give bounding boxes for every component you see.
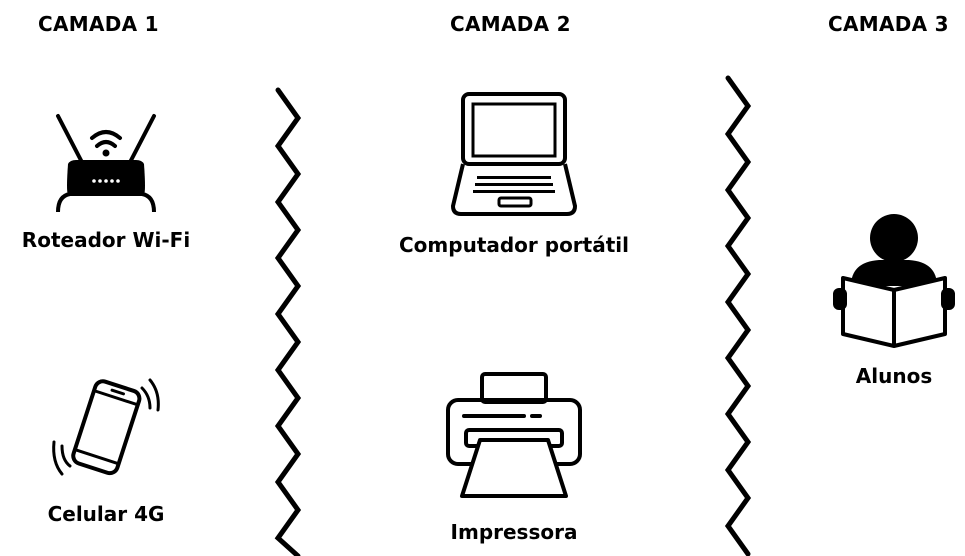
- mobile-phone-icon: [52, 378, 160, 476]
- layer-3-title: CAMADA 3: [828, 12, 949, 36]
- device-label-laptop: Computador portátil: [399, 233, 629, 257]
- device-label-students: Alunos: [855, 364, 933, 388]
- reader-icon: [833, 214, 955, 348]
- device-label-printer: Impressora: [450, 520, 578, 544]
- layer-2-title: CAMADA 2: [450, 12, 571, 36]
- layer-separator-1: [274, 87, 302, 556]
- router-icon: [56, 114, 156, 213]
- layer-separator-2: [724, 75, 752, 556]
- laptop-icon: [451, 92, 578, 216]
- printer-icon: [446, 372, 582, 498]
- device-label-router: Roteador Wi-Fi: [21, 228, 191, 252]
- device-label-mobile: Celular 4G: [47, 502, 165, 526]
- layer-1-title: CAMADA 1: [38, 12, 159, 36]
